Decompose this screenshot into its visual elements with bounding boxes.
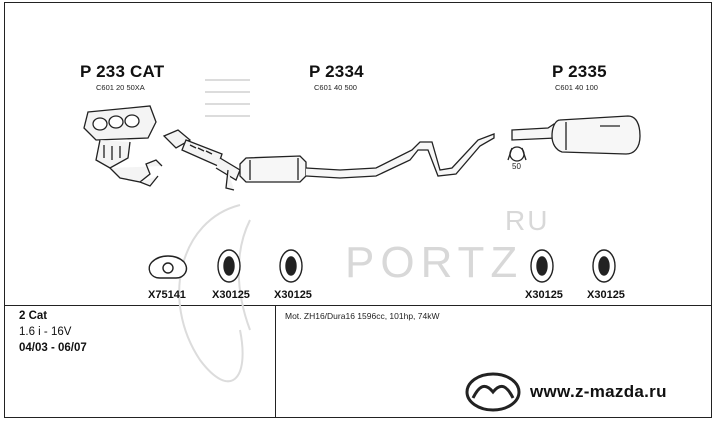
fitting-code-1: X75141 [148,289,186,301]
part-ref-1: C601 20 50XA [96,83,145,92]
fitting-code-3: X30125 [274,289,312,301]
watermark-text: PORTZ [345,238,524,287]
centre-silencer-icon [239,133,495,183]
engine-spec: Mot. ZH16/Dura16 1596cc, 101hp, 74kW [285,311,440,321]
info-cat-count: 2 Cat [19,310,48,322]
clamp-icon [507,146,527,162]
column-divider [275,305,276,418]
info-engine-size: 1.6 i - 16V [19,326,72,338]
fitting-code-4: X30125 [525,289,563,301]
website-url[interactable]: www.z-mazda.ru [530,382,667,401]
clamp-size: 50 [512,162,521,171]
info-date-range: 04/03 - 06/07 [19,342,87,354]
part-code-2: P 2334 [309,62,364,81]
part-code-1: P 233 CAT [80,62,165,81]
rear-silencer-icon [511,115,641,155]
mazda-logo-icon [465,372,521,412]
watermark-suffix: RU [505,205,550,236]
diagram-frame [4,2,712,418]
fitting-code-5: X30125 [587,289,625,301]
catalytic-manifold-icon [83,105,163,187]
info-divider [4,305,712,306]
rubber-mount-icon [217,249,616,283]
part-ref-3: C601 40 100 [555,83,598,92]
part-code-3: P 2335 [552,62,607,81]
fitting-code-2: X30125 [212,289,250,301]
gasket-icon [148,255,188,279]
part-ref-2: C601 40 500 [314,83,357,92]
front-pipe-icon [162,129,241,191]
